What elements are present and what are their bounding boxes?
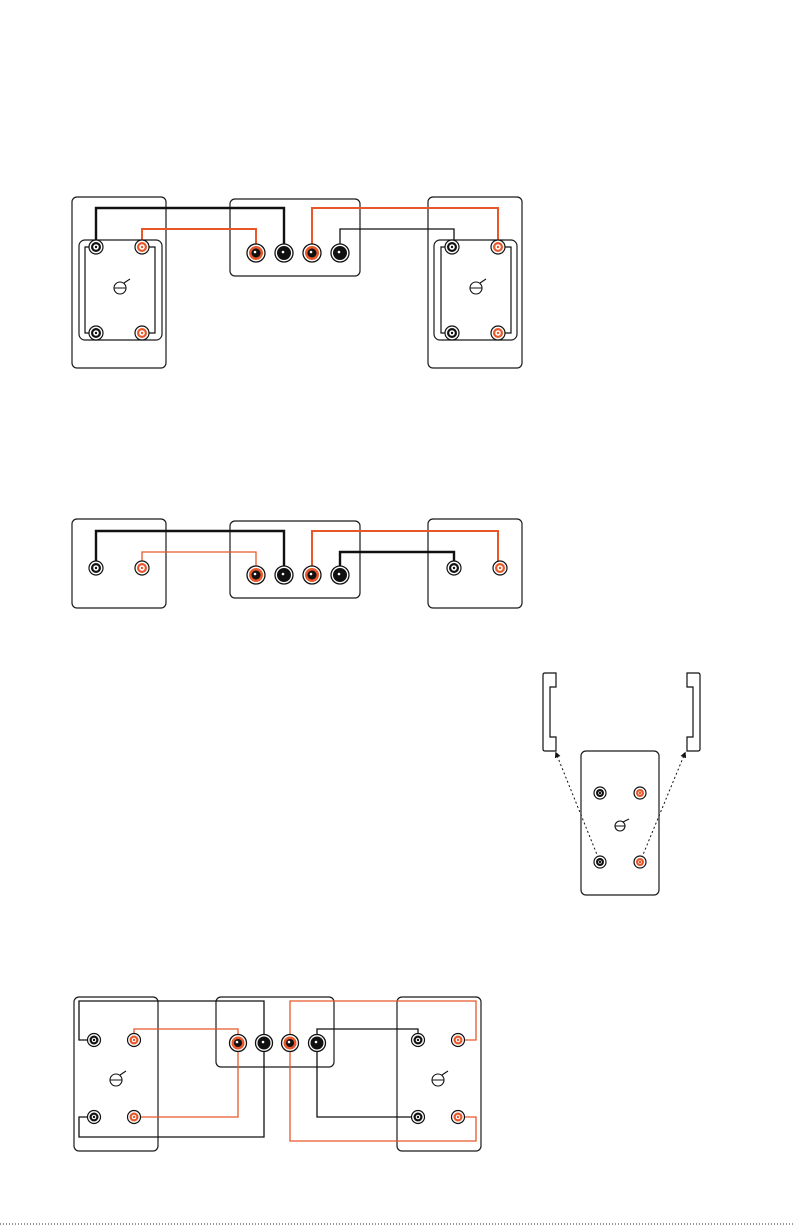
left-cabinet-panel [72, 519, 166, 608]
red-jack-icon [230, 1035, 247, 1052]
center-amp-panel [216, 997, 334, 1067]
black-jack-icon [309, 1035, 326, 1052]
red-terminal-icon [493, 561, 507, 575]
figure-1-series-wiring [72, 197, 522, 368]
black-jack-icon [331, 244, 349, 262]
figure-3-bracket-mounting [543, 673, 700, 895]
red-jack-icon [303, 244, 321, 262]
black-jack-icon [275, 244, 293, 262]
black-terminal-icon [89, 326, 103, 340]
black-terminal-icon [412, 1034, 425, 1047]
figure-2-parallel-wiring [72, 519, 522, 608]
black-terminal-icon [89, 561, 103, 575]
right-cabinet-panel [428, 519, 522, 608]
red-jack-icon [247, 244, 265, 262]
red-terminal-icon [634, 856, 646, 868]
red-terminal-icon [135, 326, 149, 340]
black-jack-icon [275, 566, 293, 584]
red-jack-icon [282, 1035, 299, 1052]
bracket-left [543, 673, 556, 751]
red-terminal-icon [491, 240, 505, 254]
red-jack-icon [247, 566, 265, 584]
black-terminal-icon [594, 856, 606, 868]
red-terminal-icon [128, 1111, 141, 1124]
red-terminal-icon [135, 240, 149, 254]
black-terminal-icon [447, 561, 461, 575]
red-jack-icon [303, 566, 321, 584]
red-terminal-icon [128, 1034, 141, 1047]
black-terminal-icon [88, 1034, 101, 1047]
red-terminal-icon [452, 1034, 465, 1047]
black-terminal-icon [89, 240, 103, 254]
right-speaker-outline [434, 240, 517, 340]
cabinet-panel [581, 751, 659, 895]
black-terminal-icon [594, 787, 606, 799]
figure-4-series-parallel-wiring [74, 997, 481, 1151]
black-jack-icon [331, 566, 349, 584]
black-terminal-icon [445, 326, 459, 340]
black-jack-icon [256, 1035, 273, 1052]
red-terminal-icon [452, 1111, 465, 1124]
bracket-right [687, 673, 700, 751]
black-terminal-icon [445, 240, 459, 254]
red-terminal-icon [634, 787, 646, 799]
red-terminal-icon [135, 561, 149, 575]
black-terminal-icon [412, 1111, 425, 1124]
red-terminal-icon [491, 326, 505, 340]
black-terminal-icon [88, 1111, 101, 1124]
left-speaker-outline [79, 240, 162, 340]
